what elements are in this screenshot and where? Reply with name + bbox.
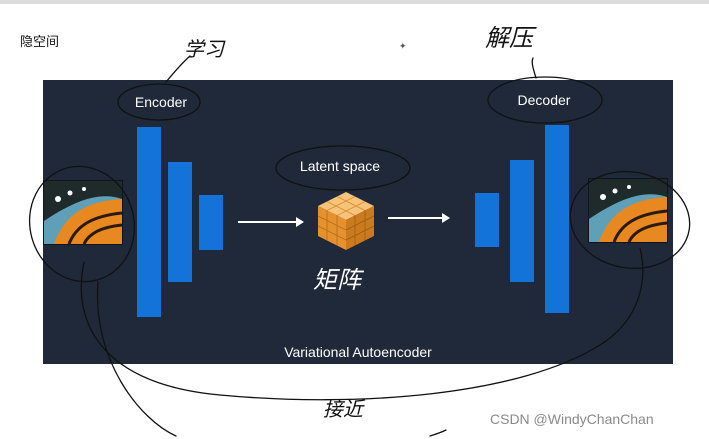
decoder-label: Decoder bbox=[517, 92, 571, 108]
encoder-layer-3 bbox=[199, 195, 223, 250]
latent-cube bbox=[314, 188, 378, 252]
arrow-from-latent-icon bbox=[388, 213, 450, 223]
latent-handwritten-note: 矩阵 bbox=[313, 266, 361, 294]
arrow-to-latent-icon bbox=[238, 217, 304, 227]
page-title: 隐空间 bbox=[20, 35, 60, 50]
decoder-layer-1 bbox=[475, 193, 499, 247]
cursor-marker-icon: ✦ bbox=[399, 41, 407, 51]
decoder-layer-3 bbox=[545, 125, 569, 313]
encoder-layer-2 bbox=[168, 162, 192, 282]
top-border bbox=[0, 0, 709, 4]
encoder-label: Encoder bbox=[134, 94, 188, 110]
output-image bbox=[588, 178, 668, 243]
encoder-handwritten-note: 学习 bbox=[184, 37, 224, 61]
encoder-layer-1 bbox=[137, 127, 161, 317]
bottom-handwritten-note: 接近 bbox=[323, 397, 363, 421]
decoder-layer-2 bbox=[510, 160, 534, 282]
diagram-caption: Variational Autoencoder bbox=[284, 344, 432, 360]
latent-label: Latent space bbox=[299, 158, 381, 174]
decoder-handwritten-note: 解压 bbox=[485, 24, 533, 52]
input-image bbox=[43, 180, 123, 245]
watermark: CSDN @WindyChanChan bbox=[490, 411, 654, 427]
